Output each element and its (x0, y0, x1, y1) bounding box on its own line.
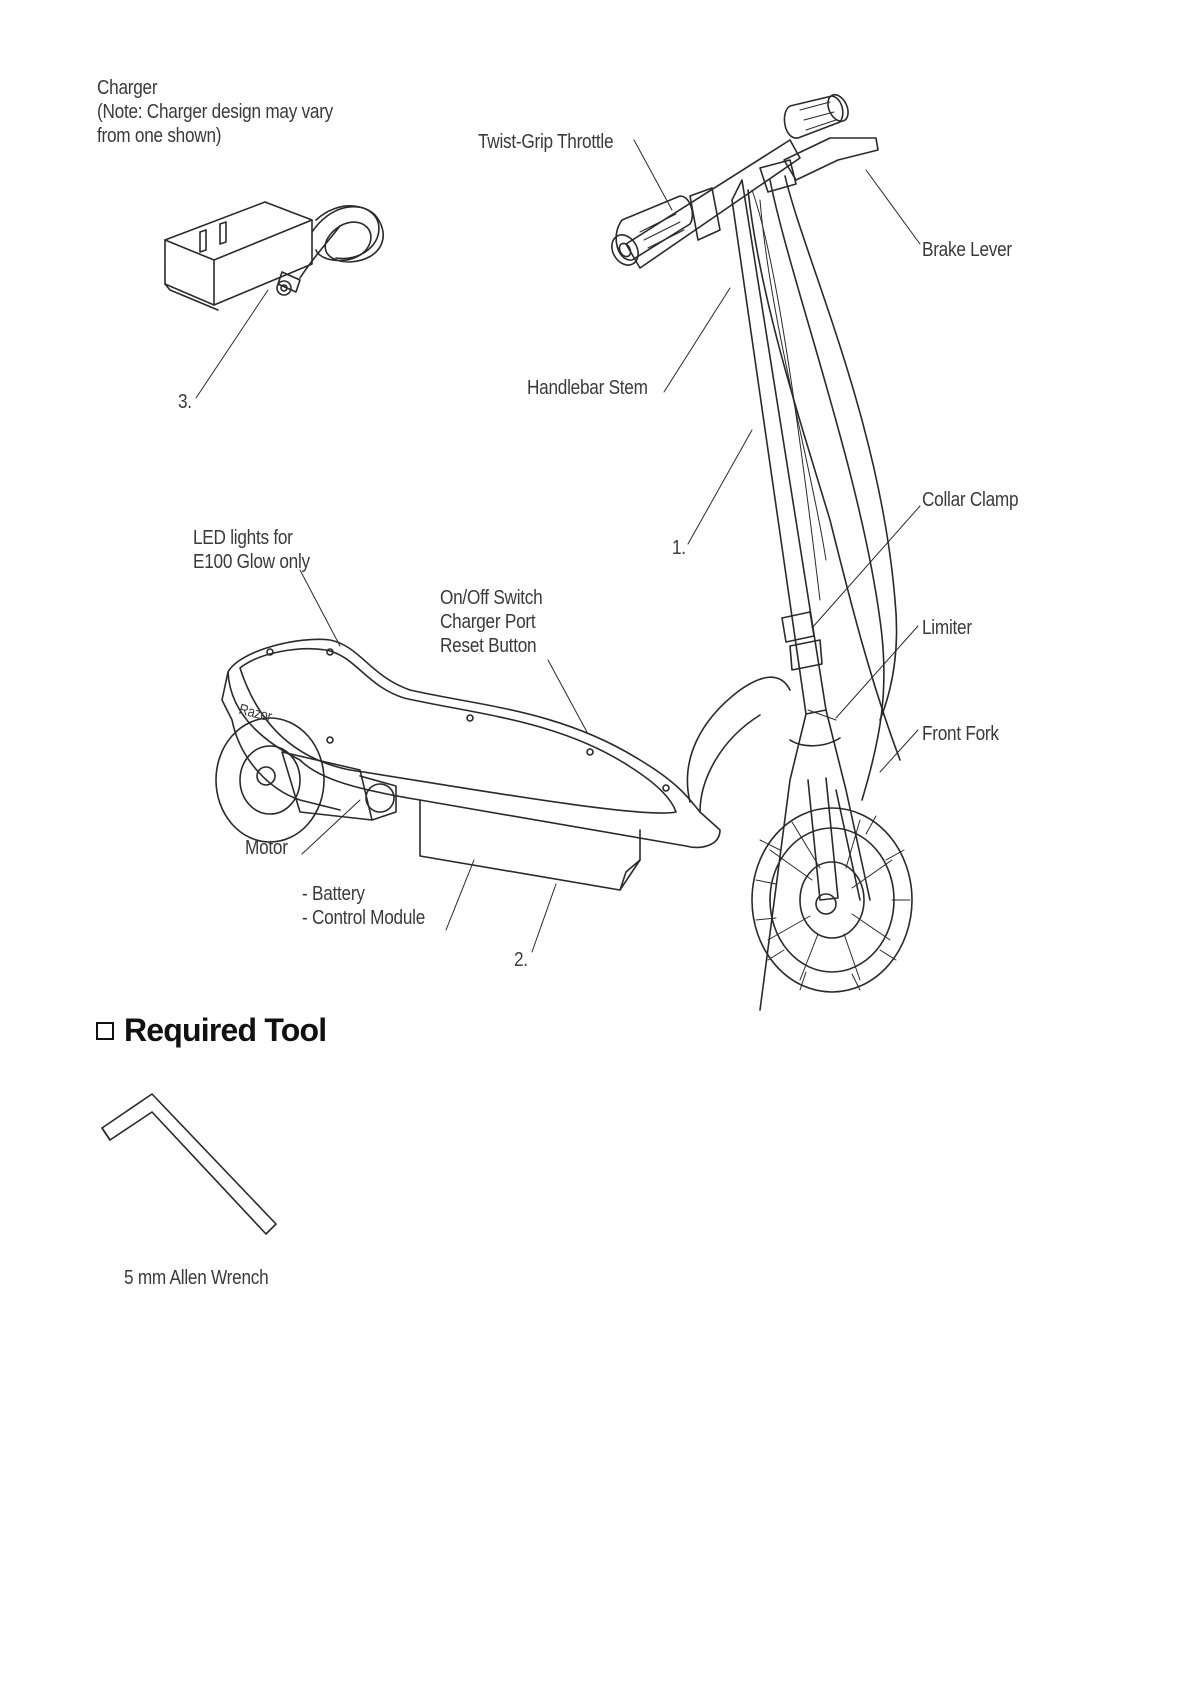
scooter-illustration (216, 92, 920, 1010)
charger-label: Charger (Note: Charger design may vary f… (97, 76, 333, 148)
front-fork-label: Front Fork (922, 722, 999, 746)
item-1-label: 1. (672, 536, 686, 560)
checkbox-icon (96, 1022, 114, 1040)
limiter-label: Limiter (922, 616, 972, 640)
brake-lever-label: Brake Lever (922, 238, 1012, 262)
allen-wrench-illustration (102, 1094, 276, 1234)
required-tool-heading: Required Tool (96, 1012, 326, 1049)
collar-clamp-label: Collar Clamp (922, 488, 1018, 512)
motor-label: Motor (245, 836, 288, 860)
charger-illustration (165, 202, 383, 398)
handlebar-stem-label: Handlebar Stem (527, 376, 648, 400)
led-lights-label: LED lights for E100 Glow only (193, 526, 310, 574)
item-2-label: 2. (514, 948, 528, 972)
required-tool-title: Required Tool (124, 1012, 326, 1049)
twist-grip-throttle-label: Twist-Grip Throttle (478, 130, 613, 154)
charger-number: 3. (178, 390, 192, 414)
allen-wrench-label: 5 mm Allen Wrench (124, 1266, 268, 1290)
battery-control-label: - Battery - Control Module (302, 882, 425, 930)
switch-port-reset-label: On/Off Switch Charger Port Reset Button (440, 586, 542, 658)
